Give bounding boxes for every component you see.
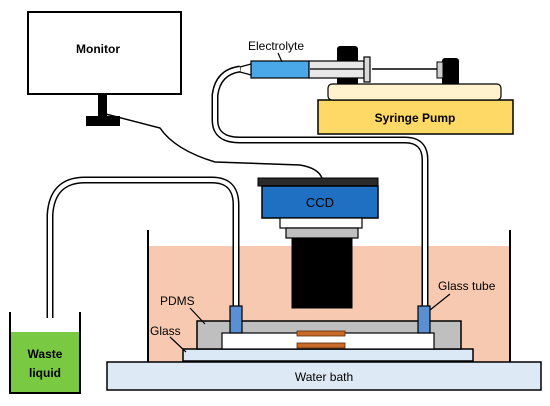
- monitor-cable: [97, 111, 323, 179]
- pump-plunger-pusher: [436, 61, 444, 79]
- ccd-label: CCD: [306, 195, 334, 210]
- electrolyte-label: Electrolyte: [248, 39, 304, 53]
- sample-layer-bottom: [296, 342, 346, 349]
- syringe-flange: [363, 56, 371, 83]
- monitor-neck: [98, 94, 107, 116]
- syringe-pump-base: [317, 99, 514, 135]
- outlet-tubing-inner: [48, 178, 238, 318]
- sample-layer-top: [296, 330, 346, 337]
- waste-container: [9, 312, 81, 394]
- pdms-label: PDMS: [160, 294, 195, 308]
- glass-tube-pointer: [429, 293, 451, 311]
- waste-label-line2: liquid: [29, 366, 61, 380]
- syringe-pump-label: Syringe Pump: [375, 111, 456, 125]
- glass-label: Glass: [150, 324, 181, 338]
- objective-lens: [291, 237, 353, 309]
- monitor-screen: [27, 11, 182, 95]
- syringe-tip: [239, 63, 252, 76]
- ccd-lens-ring: [285, 227, 359, 239]
- electrolyte-pointer: [277, 52, 283, 63]
- water-bath-base: [106, 361, 542, 391]
- glass-tube-label: Glass tube: [438, 279, 496, 293]
- ccd-top-cap: [257, 177, 379, 187]
- inlet-tubing-inner: [213, 67, 427, 307]
- pump-platform: [327, 83, 502, 101]
- waste-liquid: [10, 332, 80, 393]
- monitor-stand: [86, 116, 120, 126]
- ccd-adapter: [279, 217, 363, 229]
- glass-tube-left: [229, 305, 243, 334]
- monitor-label: Monitor: [76, 42, 120, 56]
- syringe-electrolyte-fill: [250, 60, 310, 79]
- water-bath-label: Water bath: [295, 370, 353, 384]
- glass-tube-right: [417, 305, 431, 334]
- pdms-pointer: [189, 307, 206, 325]
- waste-label-line1: Waste: [28, 347, 63, 361]
- glass-pointer: [169, 336, 187, 353]
- glass-slide: [182, 348, 474, 362]
